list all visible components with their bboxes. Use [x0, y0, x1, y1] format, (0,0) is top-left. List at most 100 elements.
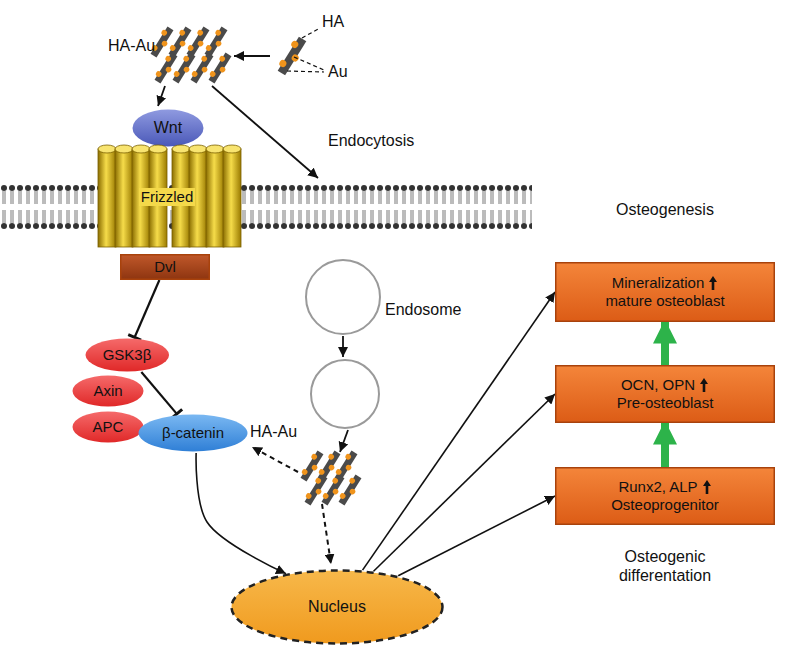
- nanorod: [275, 35, 308, 77]
- signal-connector: [141, 372, 176, 414]
- text-row: Wnt: [154, 118, 182, 137]
- text-row: GSK3β: [103, 346, 152, 364]
- complex-ellipse: GSK3β: [84, 337, 171, 373]
- text-row: Nucleus: [308, 597, 366, 616]
- signal-connector: [196, 453, 286, 574]
- complex-ellipse-shape: [73, 376, 144, 407]
- endosome: [306, 260, 380, 334]
- node-content: Mineralizationmature osteoblast: [555, 262, 775, 322]
- arrow: [342, 336, 344, 357]
- text-row: β-catenin: [162, 424, 224, 442]
- node-text: GSK3β: [103, 346, 152, 364]
- node-text: Runx2, ALP: [618, 478, 697, 496]
- adaptor-box-shape: [121, 255, 210, 280]
- text-row: Pre-osteoblast: [617, 394, 714, 412]
- signal-connector: [135, 280, 160, 337]
- node-text: β-catenin: [162, 424, 224, 442]
- annotation-label: Au: [328, 62, 348, 81]
- annotation-label: HA-Au: [250, 422, 297, 441]
- text-row: Axin: [93, 382, 122, 400]
- endosome: [311, 360, 379, 428]
- text-row: mature osteoblast: [605, 292, 724, 310]
- arrow: [234, 55, 270, 57]
- annotation-label: Osteogenic differentation: [590, 547, 740, 585]
- increase-arrow-shape: [703, 480, 711, 494]
- helix-top: [149, 145, 167, 153]
- signal-connector: [398, 496, 555, 576]
- leader-line: [302, 28, 320, 38]
- leader-line: [287, 71, 324, 72]
- helix-top: [172, 145, 190, 153]
- ligand-ellipse-shape: [133, 110, 204, 147]
- complex-ellipse-shape: [85, 339, 169, 372]
- helix-body: [206, 149, 224, 247]
- progression-arrow: [661, 322, 669, 365]
- stage-box: OCN, OPNPre-osteoblast: [555, 365, 775, 423]
- helix-body: [98, 149, 116, 247]
- node-content: Dvl: [120, 254, 210, 280]
- annotation-label: Osteogenesis: [616, 200, 714, 219]
- stage-box-shape: [556, 263, 775, 322]
- nucleus-ellipse-shape: [232, 571, 443, 644]
- text-row: Osteoprogenitor: [611, 496, 719, 514]
- stage-box-shape: [556, 366, 775, 423]
- annotation-label: Endosome: [385, 300, 462, 319]
- node-content: APC: [71, 410, 145, 444]
- cell-membrane: [0, 184, 532, 230]
- helix-top: [206, 145, 224, 153]
- node-text: Mineralization: [612, 274, 705, 292]
- complex-ellipse-shape: [73, 412, 144, 443]
- nanorod: [207, 51, 234, 84]
- annotation-label: HA: [322, 12, 344, 31]
- text-row: Frizzled: [139, 188, 196, 206]
- text-row: Runx2, ALP: [618, 478, 711, 496]
- node-text: Pre-osteoblast: [617, 394, 714, 412]
- node-text: Wnt: [154, 118, 182, 137]
- adaptor-box: Dvl: [120, 254, 210, 280]
- increase-arrow-shape: [700, 378, 708, 392]
- complex-ellipse: APC: [71, 410, 145, 444]
- single-nanorod: [275, 35, 308, 77]
- receptor: Frizzled: [92, 141, 242, 253]
- helix-body: [115, 149, 133, 247]
- helix-top: [98, 145, 116, 153]
- text-row: Mineralization: [612, 274, 719, 292]
- signal-connector: [363, 292, 555, 570]
- annotation-label: HA-Au: [108, 36, 155, 55]
- signal-connector: [374, 394, 555, 571]
- node-text: Nucleus: [308, 597, 366, 616]
- helix-top: [189, 145, 207, 153]
- node-content: Wnt: [131, 108, 205, 148]
- protein-ellipse-shape: [139, 415, 248, 452]
- ligand-ellipse: Wnt: [131, 108, 205, 148]
- receptor-helix: [206, 145, 224, 247]
- helix-top: [115, 145, 133, 153]
- node-text: APC: [93, 418, 124, 436]
- node-text: OCN, OPN: [621, 376, 695, 394]
- stage-box-shape: [556, 468, 775, 525]
- node-text: Osteoprogenitor: [611, 496, 719, 514]
- dashed-arrow: [322, 504, 331, 564]
- leader-line: [294, 57, 324, 70]
- node-content: β-catenin: [137, 413, 249, 453]
- arrow: [340, 430, 348, 452]
- node-content: GSK3β: [84, 337, 171, 373]
- helix-body: [223, 149, 241, 247]
- node-text: Dvl: [154, 258, 176, 276]
- text-row: APC: [93, 418, 124, 436]
- dashed-arrow: [252, 447, 298, 472]
- helix-top: [223, 145, 241, 153]
- receptor-helix: [98, 145, 116, 247]
- stage-box: Mineralizationmature osteoblast: [555, 262, 775, 322]
- nanorod: [337, 473, 364, 506]
- increase-arrow: [702, 479, 712, 495]
- receptor-helix: [115, 145, 133, 247]
- node-text: Frizzled: [139, 188, 196, 206]
- node-text: mature osteoblast: [605, 292, 724, 310]
- node-content: OCN, OPNPre-osteoblast: [555, 365, 775, 423]
- stage-box: Runx2, ALPOsteoprogenitor: [555, 467, 775, 525]
- node-content: Axin: [71, 374, 145, 408]
- protein-ellipse: β-catenin: [137, 413, 249, 453]
- helix-top: [132, 145, 150, 153]
